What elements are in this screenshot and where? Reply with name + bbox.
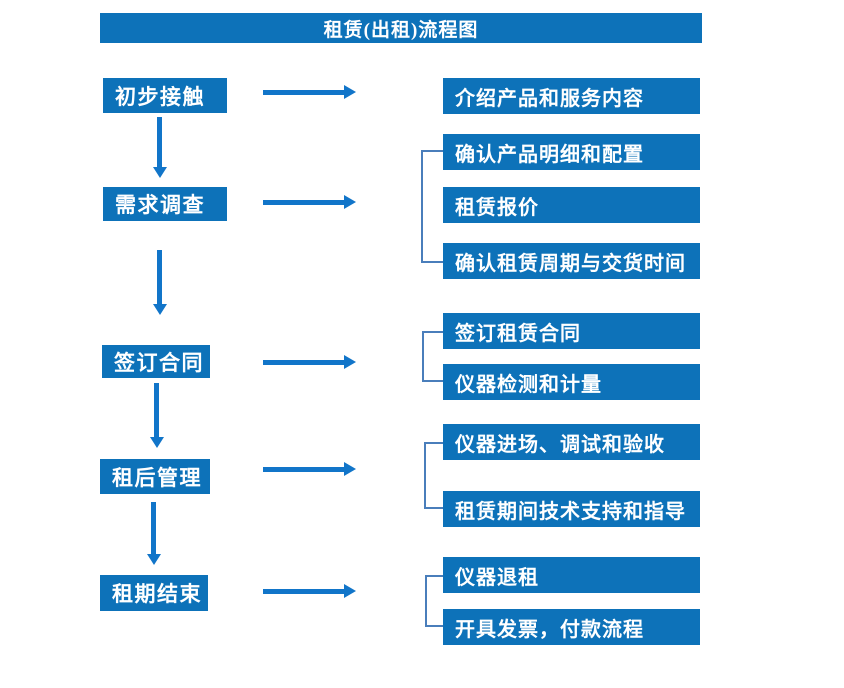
flowchart-title: 租赁(出租)流程图 bbox=[100, 13, 702, 43]
step-box-post-rental-management: 租后管理 bbox=[100, 459, 210, 494]
detail-box-instrument-return: 仪器退租 bbox=[443, 557, 700, 593]
step-box-demand-survey: 需求调查 bbox=[103, 187, 227, 221]
step-box-sign-contract: 签订合同 bbox=[102, 345, 210, 378]
bracket-group-demand-survey bbox=[421, 150, 443, 263]
detail-box-invoice-payment: 开具发票，付款流程 bbox=[443, 609, 700, 645]
arrow-right-icon-3 bbox=[263, 355, 356, 369]
detail-box-confirm-period-delivery: 确认租赁周期与交货时间 bbox=[443, 243, 700, 279]
detail-box-rental-quote: 租赁报价 bbox=[443, 187, 700, 223]
detail-box-instrument-entry-acceptance: 仪器进场、调试和验收 bbox=[443, 424, 700, 460]
step-box-rental-end: 租期结束 bbox=[100, 575, 208, 611]
arrow-down-icon-2 bbox=[152, 250, 167, 315]
arrow-right-icon-1 bbox=[263, 85, 356, 99]
detail-box-instrument-inspection: 仪器检测和计量 bbox=[443, 364, 700, 400]
arrow-down-icon-4 bbox=[146, 502, 161, 565]
detail-box-confirm-product-config: 确认产品明细和配置 bbox=[443, 134, 700, 170]
bracket-group-rental-end bbox=[425, 575, 443, 627]
arrow-right-icon-4 bbox=[263, 462, 356, 476]
detail-box-technical-support: 租赁期间技术支持和指导 bbox=[443, 491, 700, 527]
arrow-down-icon-1 bbox=[152, 117, 167, 178]
bracket-group-post-rental bbox=[424, 442, 443, 509]
bracket-group-sign-contract bbox=[422, 331, 443, 382]
detail-box-introduce-products: 介绍产品和服务内容 bbox=[443, 78, 700, 114]
step-box-initial-contact: 初步接触 bbox=[103, 78, 227, 113]
arrow-right-icon-2 bbox=[263, 195, 356, 209]
arrow-down-icon-3 bbox=[149, 383, 164, 448]
arrow-right-icon-5 bbox=[263, 584, 356, 598]
detail-box-sign-rental-contract: 签订租赁合同 bbox=[443, 313, 700, 349]
